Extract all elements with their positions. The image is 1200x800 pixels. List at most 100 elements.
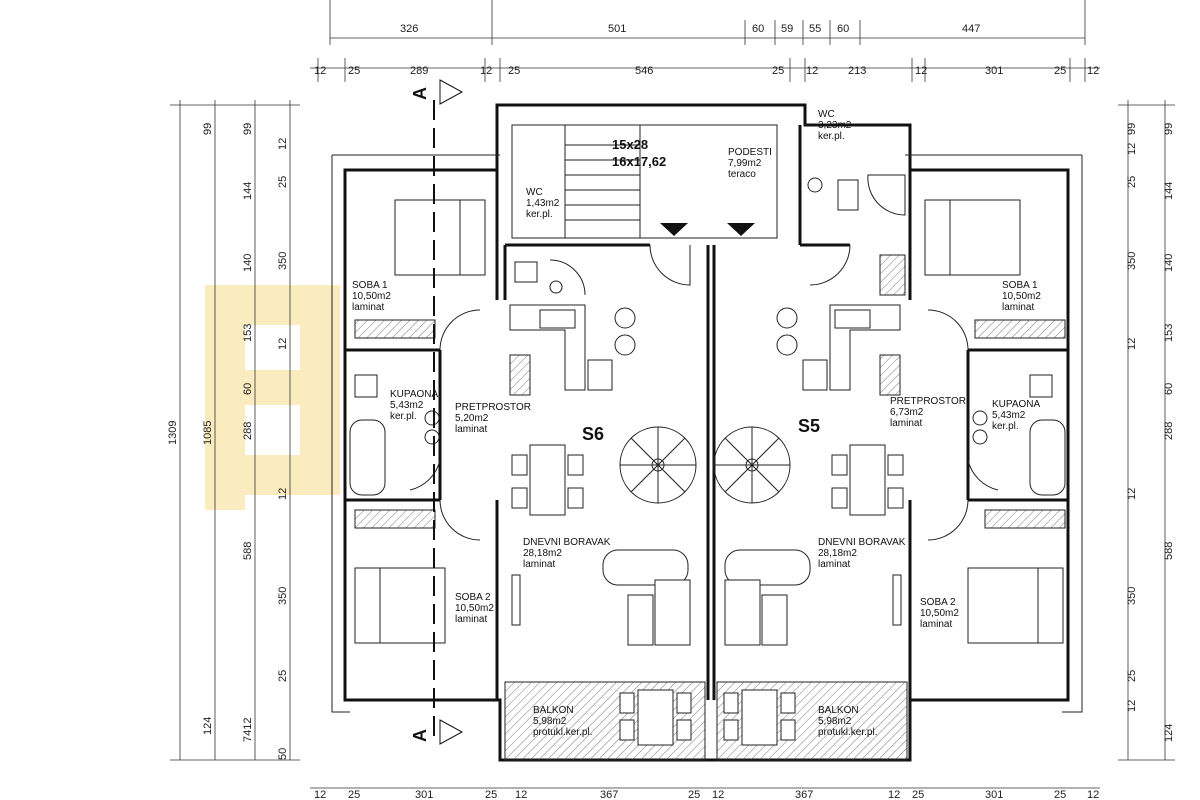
dim-label: 12 xyxy=(1087,65,1099,77)
sink-icon xyxy=(424,410,440,426)
right-dimension-lines xyxy=(1118,100,1175,761)
dim-label: 153 xyxy=(1163,324,1175,342)
dim-label: 301 xyxy=(415,789,433,800)
dim-label: 546 xyxy=(635,65,653,77)
dim-label: 140 xyxy=(242,254,254,272)
dim-label: 25 xyxy=(508,65,520,77)
bathrooms xyxy=(349,174,1066,496)
stove-icon xyxy=(587,359,613,391)
dim-label: 25 xyxy=(1126,670,1138,682)
room-dnevni-left-area: 28,18m2 xyxy=(523,548,562,559)
dim-label: 588 xyxy=(1163,542,1175,560)
wardrobes xyxy=(354,254,1066,529)
room-soba1-right-floor: laminat xyxy=(1002,302,1034,313)
room-kupaona-right-floor: ker.pl. xyxy=(992,421,1019,432)
dim-label: 12 xyxy=(1126,143,1138,155)
toilet-icon xyxy=(354,374,378,398)
room-pretprostor-left-area: 5,20m2 xyxy=(455,413,489,424)
room-kupaona-left-area: 5,43m2 xyxy=(390,400,424,411)
dim-label: 60 xyxy=(242,383,254,395)
dim-label: 350 xyxy=(277,587,289,605)
room-wc-right-floor: ker.pl. xyxy=(818,131,845,142)
dim-label: 301 xyxy=(985,65,1003,77)
sink-icon xyxy=(539,309,576,329)
dim-label: 50 xyxy=(277,748,289,760)
balconies xyxy=(504,681,908,761)
dim-label: 55 xyxy=(809,23,821,35)
dim-label: 12 xyxy=(1126,338,1138,350)
room-pretprostor-right-name: PRETPROSTOR xyxy=(890,396,966,407)
room-pretprostor-left-name: PRETPROSTOR xyxy=(455,402,531,413)
dim-label: 25 xyxy=(348,789,360,800)
dim-label: 501 xyxy=(608,23,626,35)
dining-tables xyxy=(511,444,904,516)
sink-icon xyxy=(972,429,988,445)
room-soba1-left-name: SOBA 1 xyxy=(352,280,388,291)
dim-label: 12 xyxy=(277,138,289,150)
outer-walls xyxy=(331,103,1083,762)
wardrobe-icon xyxy=(974,319,1066,339)
dim-label: 99 xyxy=(242,123,254,135)
section-line-a: A A xyxy=(410,79,464,745)
dim-label: 60 xyxy=(837,23,849,35)
dim-label: 25 xyxy=(277,176,289,188)
dim-label: 60 xyxy=(1163,383,1175,395)
room-dnevni-left-name: DNEVNI BORAVAK xyxy=(523,537,611,548)
stair-spec-line2: 16x17,62 xyxy=(612,154,666,169)
dim-label: 153 xyxy=(242,324,254,342)
dim-label: 213 xyxy=(848,65,866,77)
spiral-stairs xyxy=(619,426,791,504)
wardrobe-icon xyxy=(879,354,901,396)
right-dim-labels: 12 99 25 350 12 12 350 25 12 99 144 140 … xyxy=(1126,123,1175,742)
dim-label: 25 xyxy=(1054,65,1066,77)
room-balkon-left-floor: protukl.ker.pl. xyxy=(533,727,592,738)
stairwell: 15x28 16x17,62 xyxy=(511,124,778,239)
shower-icon xyxy=(867,174,906,216)
doors xyxy=(409,244,999,541)
room-soba2-left-area: 10,50m2 xyxy=(455,603,494,614)
room-kupaona-left-name: KUPAONA xyxy=(390,389,438,400)
room-kupaona-right-area: 5,43m2 xyxy=(992,410,1026,421)
room-soba1-right-area: 10,50m2 xyxy=(1002,291,1041,302)
table-icon xyxy=(741,689,778,746)
room-soba2-right-name: SOBA 2 xyxy=(920,597,956,608)
wardrobe-icon xyxy=(354,509,436,529)
dim-label: 1085 xyxy=(202,421,214,445)
room-wc-left-floor: ker.pl. xyxy=(526,209,553,220)
room-balkon-left-name: BALKON xyxy=(533,705,574,716)
sink-icon xyxy=(424,429,440,445)
dim-label: 367 xyxy=(600,789,618,800)
section-arrow-icon xyxy=(439,79,464,105)
toilet-icon xyxy=(1029,374,1053,398)
room-balkon-right-name: BALKON xyxy=(818,705,859,716)
room-podesti-name: PODESTI xyxy=(728,147,772,158)
dim-label: 59 xyxy=(781,23,793,35)
stair-spec-line1: 15x28 xyxy=(612,137,648,152)
section-arrow-icon xyxy=(439,719,464,745)
bottom-dim-labels: 12 25 301 25 12 367 25 12 367 12 25 301 … xyxy=(314,789,1099,800)
dim-label: 12 xyxy=(915,65,927,77)
toilet-icon xyxy=(514,261,538,283)
dim-label: 25 xyxy=(772,65,784,77)
room-dnevni-right-name: DNEVNI BORAVAK xyxy=(818,537,906,548)
room-wc-right-area: 3,23m2 xyxy=(818,120,852,131)
wardrobe-icon xyxy=(984,509,1066,529)
stove-icon xyxy=(802,359,828,391)
dim-label: 350 xyxy=(1126,587,1138,605)
section-marker-bottom: A xyxy=(410,729,430,742)
room-dnevni-left-floor: laminat xyxy=(523,559,555,570)
stair-arrow-icon xyxy=(727,223,755,236)
dim-label: 288 xyxy=(242,422,254,440)
dim-label: 1309 xyxy=(167,421,179,445)
dim-label: 12 xyxy=(712,789,724,800)
dim-label: 124 xyxy=(1163,724,1175,742)
wardrobe-icon xyxy=(509,354,531,396)
room-wc-left-area: 1,43m2 xyxy=(526,198,560,209)
dim-label: 288 xyxy=(1163,422,1175,440)
dim-label: 12 xyxy=(314,789,326,800)
room-balkon-right-area: 5,98m2 xyxy=(818,716,852,727)
dim-label: 12 xyxy=(1087,789,1099,800)
sofas xyxy=(511,549,902,646)
dim-label: 12 xyxy=(1126,488,1138,500)
